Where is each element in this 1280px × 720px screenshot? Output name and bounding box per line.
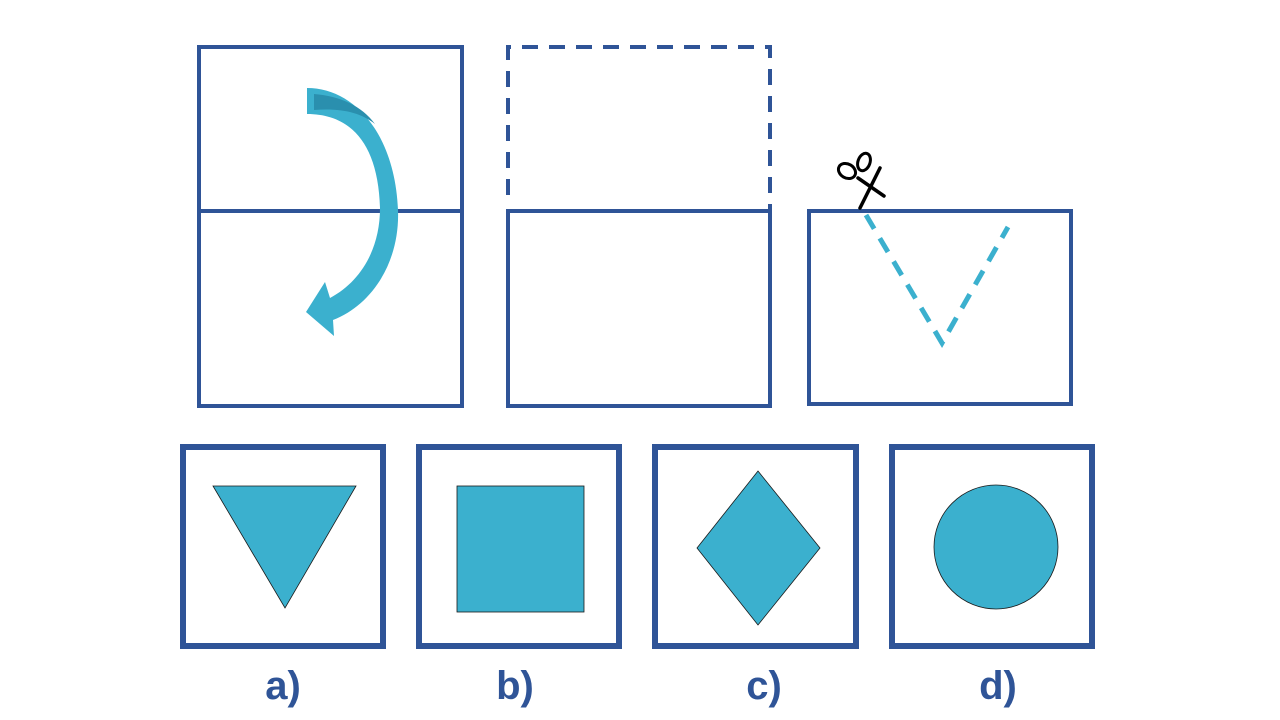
option-a[interactable] (180, 444, 386, 649)
option-c-frame (652, 444, 859, 649)
folded-paper (506, 209, 772, 408)
option-b[interactable] (416, 444, 622, 649)
option-d[interactable] (889, 444, 1095, 649)
paper-outline (197, 45, 464, 408)
square-icon (456, 485, 585, 613)
option-d-label[interactable]: d) (979, 664, 1017, 708)
triangle-icon (212, 485, 357, 609)
curved-arrow-icon (306, 88, 399, 336)
folded-step-panel (506, 45, 772, 408)
cut-paper (807, 209, 1073, 406)
option-c[interactable] (652, 444, 859, 649)
fold-step-panel (197, 45, 464, 408)
option-a-label[interactable]: a) (265, 664, 301, 708)
option-a-frame (180, 444, 386, 649)
folded-away-half (506, 45, 772, 211)
option-c-label[interactable]: c) (746, 664, 782, 708)
option-b-frame (416, 444, 622, 649)
cut-step-panel (807, 151, 1073, 406)
circle-icon (933, 484, 1059, 610)
diamond-icon (696, 470, 821, 626)
cut-line (863, 213, 1011, 348)
scissors-icon (836, 151, 886, 210)
option-b-label[interactable]: b) (496, 664, 534, 708)
option-d-frame (889, 444, 1095, 649)
